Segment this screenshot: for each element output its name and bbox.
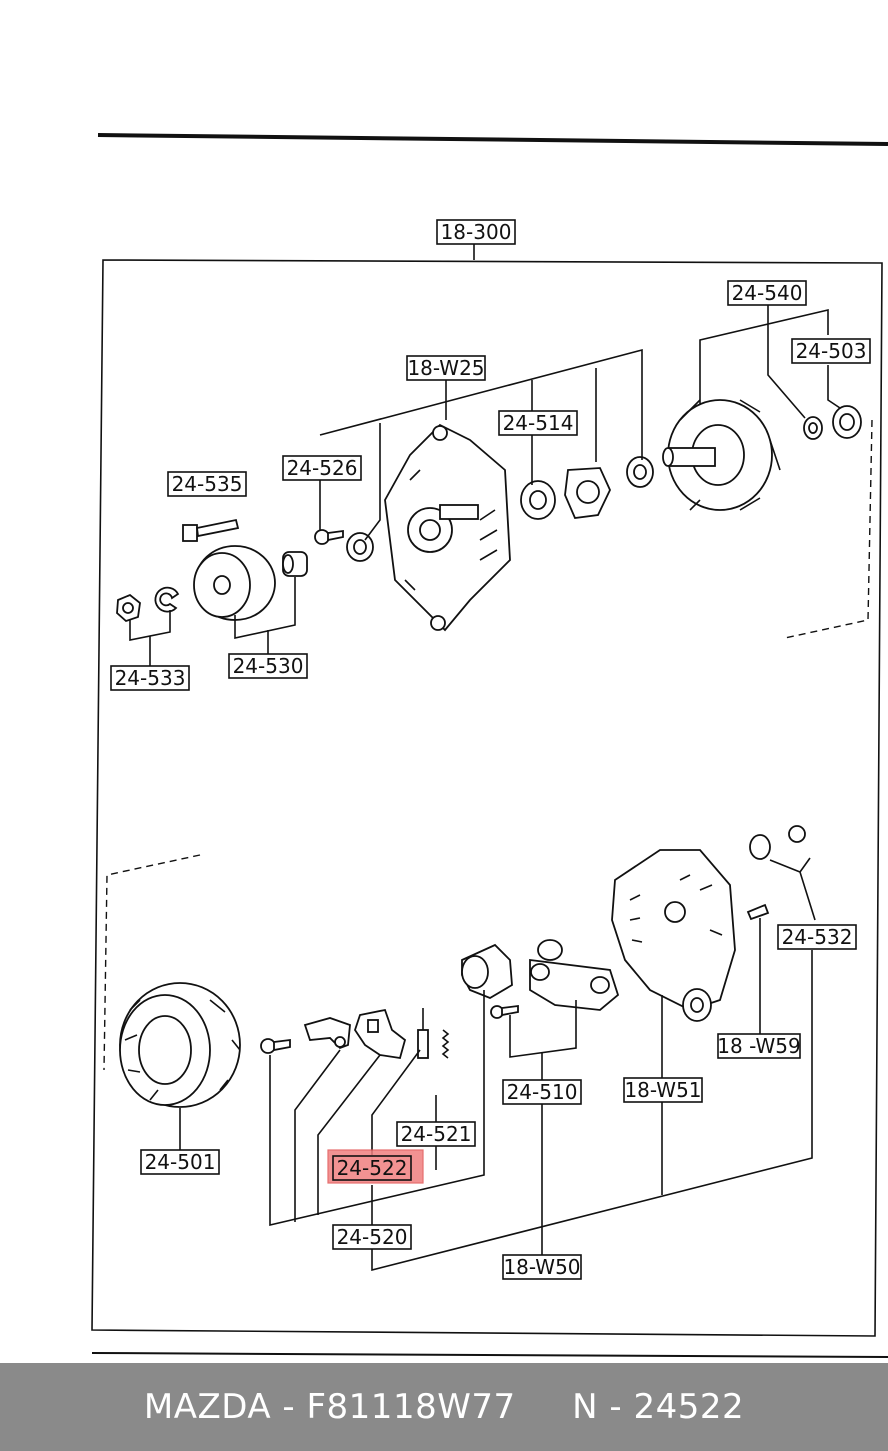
brush xyxy=(417,1008,429,1059)
label-24-503: 24-503 xyxy=(791,338,871,364)
svg-text:24-533: 24-533 xyxy=(115,666,186,690)
insulator-bushing xyxy=(749,825,806,860)
svg-text:18-W51: 18-W51 xyxy=(624,1078,701,1102)
bottom-rule xyxy=(91,1352,888,1358)
rectifier xyxy=(529,939,620,1011)
part-number-text: MAZDA - F81118W77 N - 24522 xyxy=(143,1387,745,1427)
svg-text:24-530: 24-530 xyxy=(233,654,304,678)
svg-text:18-300: 18-300 xyxy=(441,220,512,244)
bolt-24-535 xyxy=(182,518,240,542)
svg-text:18-W25: 18-W25 xyxy=(407,356,484,380)
bearing-24-503 xyxy=(832,405,862,439)
svg-text:24-522: 24-522 xyxy=(337,1156,408,1180)
seal-ring xyxy=(346,532,374,562)
label-24-522-highlighted[interactable]: 24-522 xyxy=(327,1149,424,1184)
svg-text:18-W50: 18-W50 xyxy=(503,1255,580,1279)
part-number-footer: MAZDA - F81118W77 N - 24522 xyxy=(0,1363,888,1451)
bearing-small xyxy=(803,416,823,440)
label-24-530: 24-530 xyxy=(228,653,308,679)
rotor-part xyxy=(662,399,781,511)
svg-text:24-526: 24-526 xyxy=(287,456,358,480)
nut xyxy=(116,593,141,623)
spacer xyxy=(282,551,308,577)
label-24-540: 24-540 xyxy=(727,280,807,306)
terminal-plate xyxy=(303,1017,351,1050)
label-18-w59: 18 -W59 xyxy=(717,1033,801,1059)
label-18-w51: 18-W51 xyxy=(623,1077,703,1103)
exploded-parts-diagram: 18-300 24-540 24-503 18-W25 24-514 24-53… xyxy=(91,133,888,1358)
brush-holder xyxy=(354,1008,407,1060)
svg-text:24-503: 24-503 xyxy=(796,339,867,363)
front-housing xyxy=(384,423,511,632)
svg-text:18 -W59: 18 -W59 xyxy=(717,1034,800,1058)
screw-bottom xyxy=(260,1038,291,1054)
rear-housing xyxy=(611,849,736,1022)
brush-spring xyxy=(441,1029,450,1059)
pin-18-w59 xyxy=(746,903,770,921)
regulator xyxy=(461,943,513,1000)
label-24-514: 24-514 xyxy=(498,410,578,436)
svg-text:24-521: 24-521 xyxy=(401,1122,472,1146)
svg-text:24-540: 24-540 xyxy=(732,281,803,305)
label-24-520: 24-520 xyxy=(332,1224,412,1250)
label-18-w50: 18-W50 xyxy=(502,1254,582,1280)
label-24-535: 24-535 xyxy=(167,471,247,497)
bearing-plate xyxy=(564,467,611,519)
svg-text:24-514: 24-514 xyxy=(503,411,574,435)
screw-24-526 xyxy=(314,529,344,545)
svg-text:24-520: 24-520 xyxy=(337,1225,408,1249)
svg-text:24-501: 24-501 xyxy=(145,1150,216,1174)
label-24-501: 24-501 xyxy=(140,1149,220,1175)
lock-washer xyxy=(154,586,180,613)
label-24-510: 24-510 xyxy=(502,1079,582,1105)
top-rule xyxy=(97,133,888,146)
assembly-frame xyxy=(91,259,883,1337)
svg-text:24-510: 24-510 xyxy=(507,1080,578,1104)
label-24-533: 24-533 xyxy=(110,665,190,691)
pulley xyxy=(193,545,276,621)
label-24-532: 24-532 xyxy=(777,924,857,950)
label-24-521: 24-521 xyxy=(396,1121,476,1147)
svg-text:24-532: 24-532 xyxy=(782,925,853,949)
label-18-300: 18-300 xyxy=(436,219,516,245)
label-24-526: 24-526 xyxy=(282,455,362,481)
svg-text:24-535: 24-535 xyxy=(172,472,243,496)
bearing-24-514 xyxy=(520,480,556,520)
screw-regulator xyxy=(490,1004,519,1019)
collar xyxy=(626,456,654,488)
stator xyxy=(119,982,241,1108)
label-18-w25: 18-W25 xyxy=(406,355,486,381)
